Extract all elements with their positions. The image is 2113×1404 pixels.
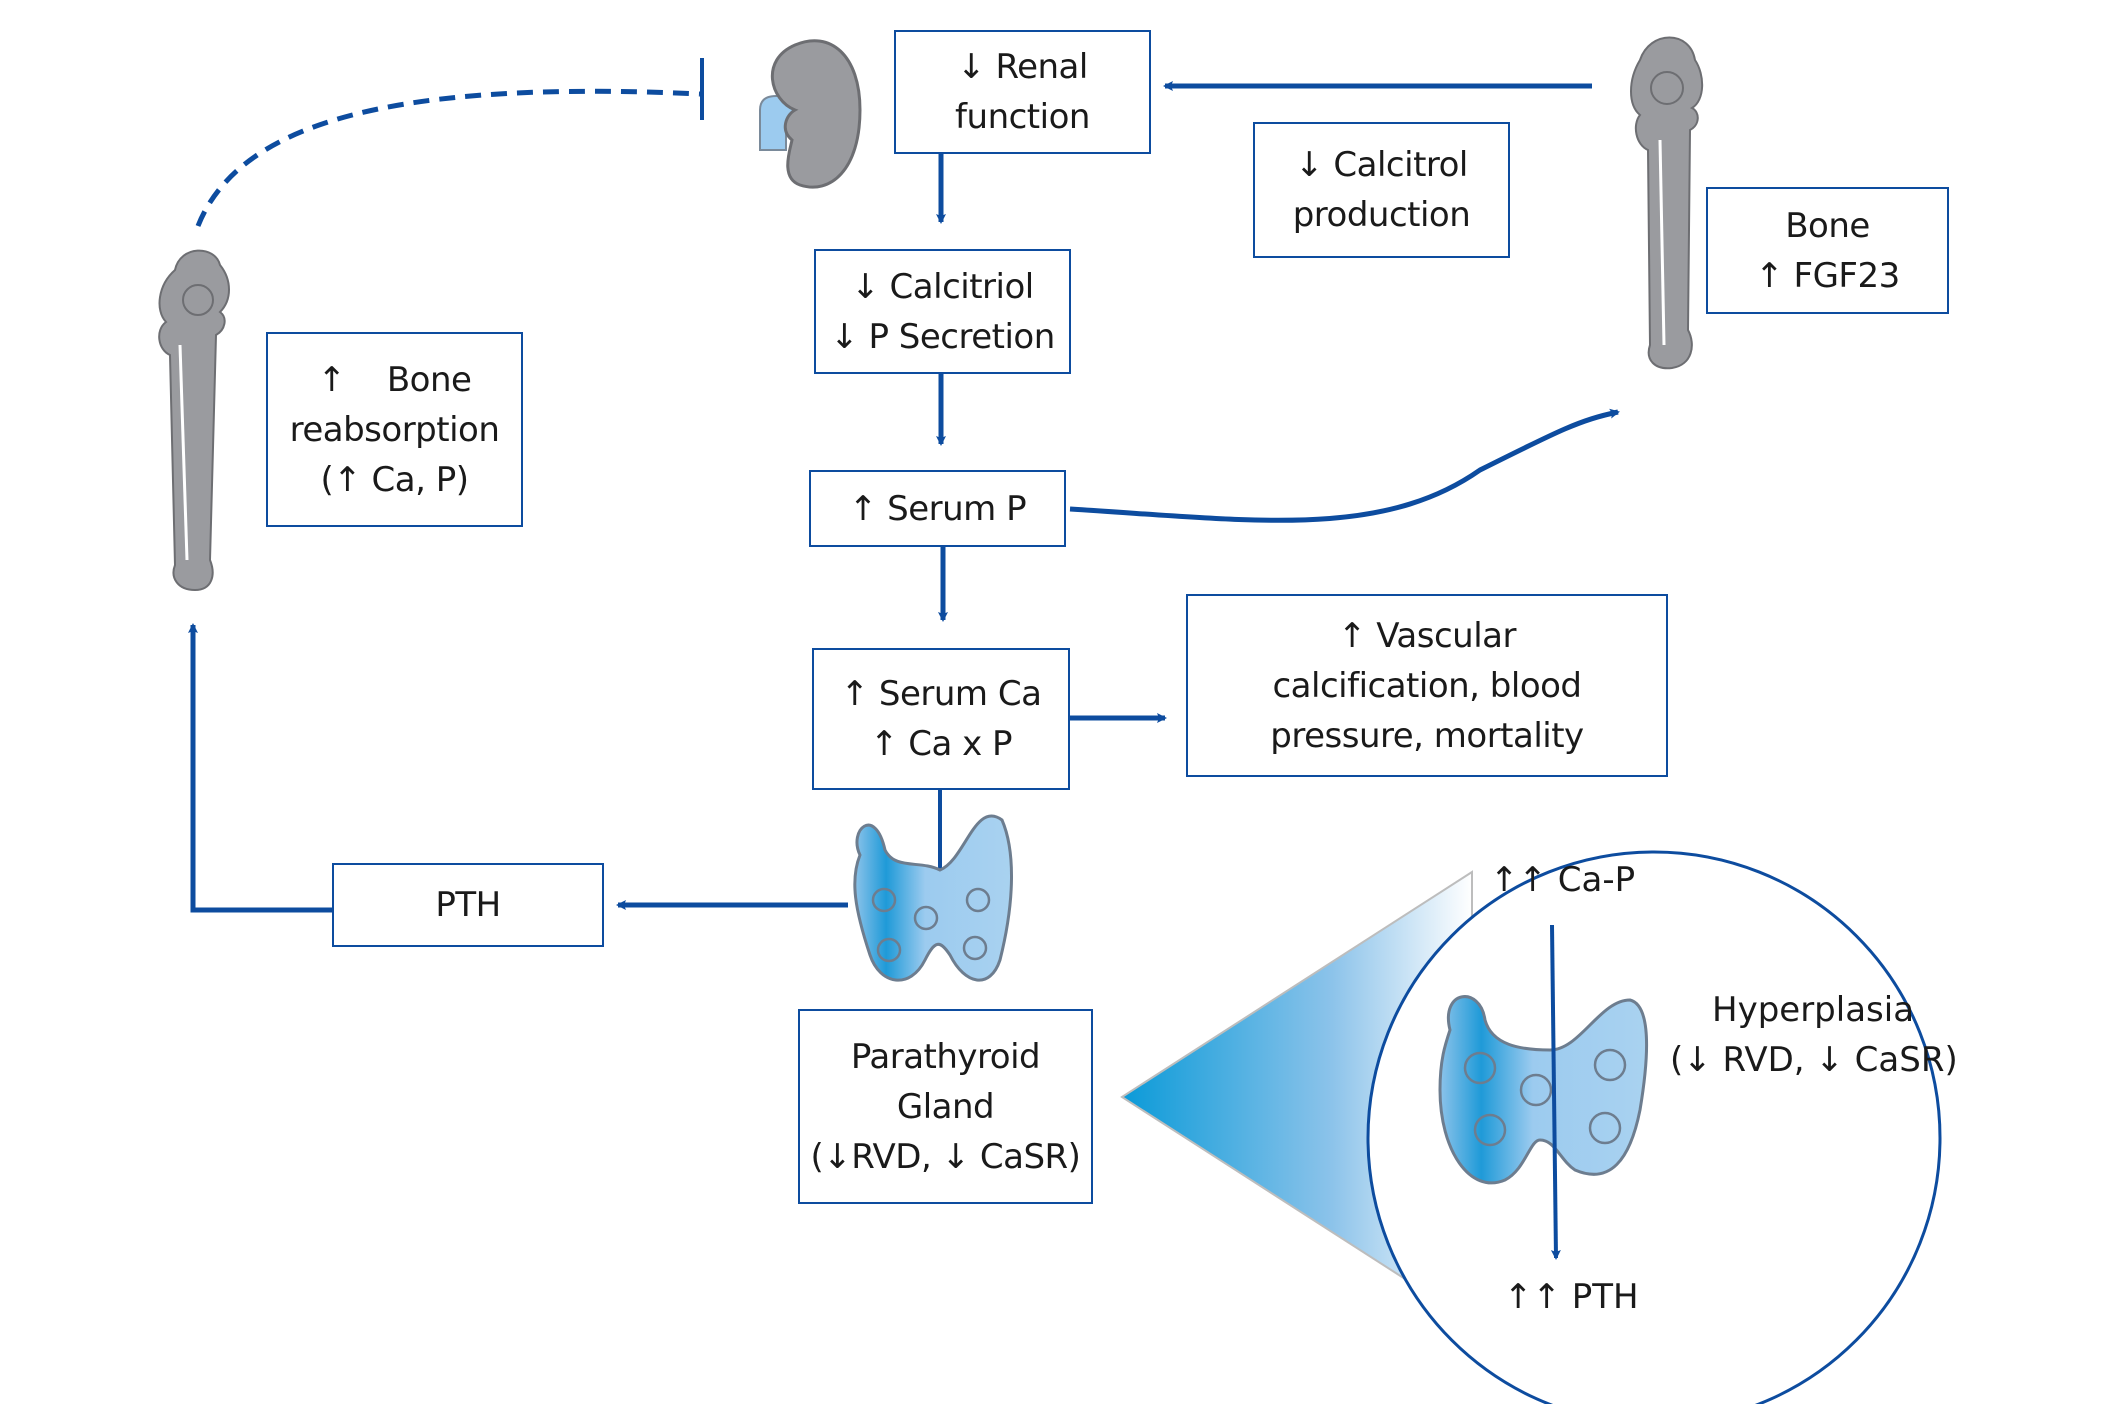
bone-reabsorption-line-1: ↑ Bone	[317, 359, 472, 400]
inset-arrow-ca-p-to-pth	[1550, 924, 1561, 1260]
pth-line-1: PTH	[435, 885, 501, 925]
parathyroid-gland-box[interactable]: Parathyroid Gland (↓RVD, ↓ CaSR)	[798, 1009, 1093, 1204]
vascular-box[interactable]: ↑ Vascular calcification, blood pressure…	[1186, 594, 1668, 777]
inhibition-dashed-curve	[195, 88, 701, 227]
inset-rvd-casr-label: (↓ RVD, ↓ CaSR)	[1670, 1040, 1958, 1080]
arrow-pth-to-bone	[188, 623, 332, 913]
bone-fgf23-line-1: Bone	[1785, 205, 1870, 246]
serum-p-line-1: ↑ Serum P	[848, 488, 1027, 529]
bone-icon-right	[1630, 36, 1704, 370]
arrow-serum-p-to-bone	[1069, 408, 1620, 523]
bone-fgf23-box[interactable]: Bone ↑ FGF23	[1706, 187, 1949, 314]
inset-circle[interactable]	[1366, 850, 1942, 1404]
parathyroid-gland-line-3: (↓RVD, ↓ CaSR)	[810, 1136, 1081, 1177]
parathyroid-gland-icon	[853, 814, 1013, 982]
bone-reabsorption-box[interactable]: ↑ Bone reabsorption (↑ Ca, P)	[266, 332, 523, 527]
bone-fgf23-line-2: ↑ FGF23	[1755, 255, 1900, 296]
serum-ca-line-1: ↑ Serum Ca	[840, 674, 1042, 714]
bone-icon-left	[158, 249, 230, 592]
renal-function-line-2: function	[955, 97, 1090, 137]
calcitriol-box[interactable]: ↓ Calcitriol ↓ P Secretion	[814, 249, 1071, 374]
parathyroid-gland-inset-icon	[1438, 995, 1649, 1185]
serum-ca-line-2: ↑ Ca x P	[869, 724, 1013, 764]
calcitrol-production-line-2: production	[1292, 195, 1471, 235]
calcitrol-production-line-1: ↓ Calcitrol	[1295, 145, 1468, 185]
serum-ca-box[interactable]: ↑ Serum Ca ↑ Ca x P	[812, 648, 1070, 790]
bone-reabsorption-line-3: (↑ Ca, P)	[320, 459, 469, 500]
renal-function-line-1: ↓ Renal	[957, 47, 1088, 87]
serum-p-box[interactable]: ↑ Serum P	[809, 470, 1066, 547]
bone-reabsorption-line-2: reabsorption	[289, 409, 500, 450]
inset-pth-label: ↑↑ PTH	[1504, 1277, 1639, 1317]
inset-hyperplasia-label: Hyperplasia	[1712, 990, 1915, 1030]
renal-function-box[interactable]: ↓ Renal function	[894, 30, 1151, 154]
parathyroid-gland-line-2: Gland	[896, 1086, 995, 1127]
calcitriol-line-2: ↓ P Secretion	[830, 316, 1055, 357]
vascular-line-1: ↑ Vascular	[1338, 615, 1516, 656]
parathyroid-gland-line-1: Parathyroid	[850, 1036, 1041, 1077]
vascular-line-3: pressure, mortality	[1270, 715, 1584, 756]
calcitriol-line-1: ↓ Calcitriol	[851, 266, 1034, 307]
calcitrol-production-box[interactable]: ↓ Calcitrol production	[1253, 122, 1510, 258]
inset-ca-p-label: ↑↑ Ca-P	[1490, 860, 1636, 900]
vascular-line-2: calcification, blood	[1272, 665, 1582, 706]
kidney-icon	[759, 39, 862, 189]
pth-box[interactable]: PTH	[332, 863, 604, 947]
